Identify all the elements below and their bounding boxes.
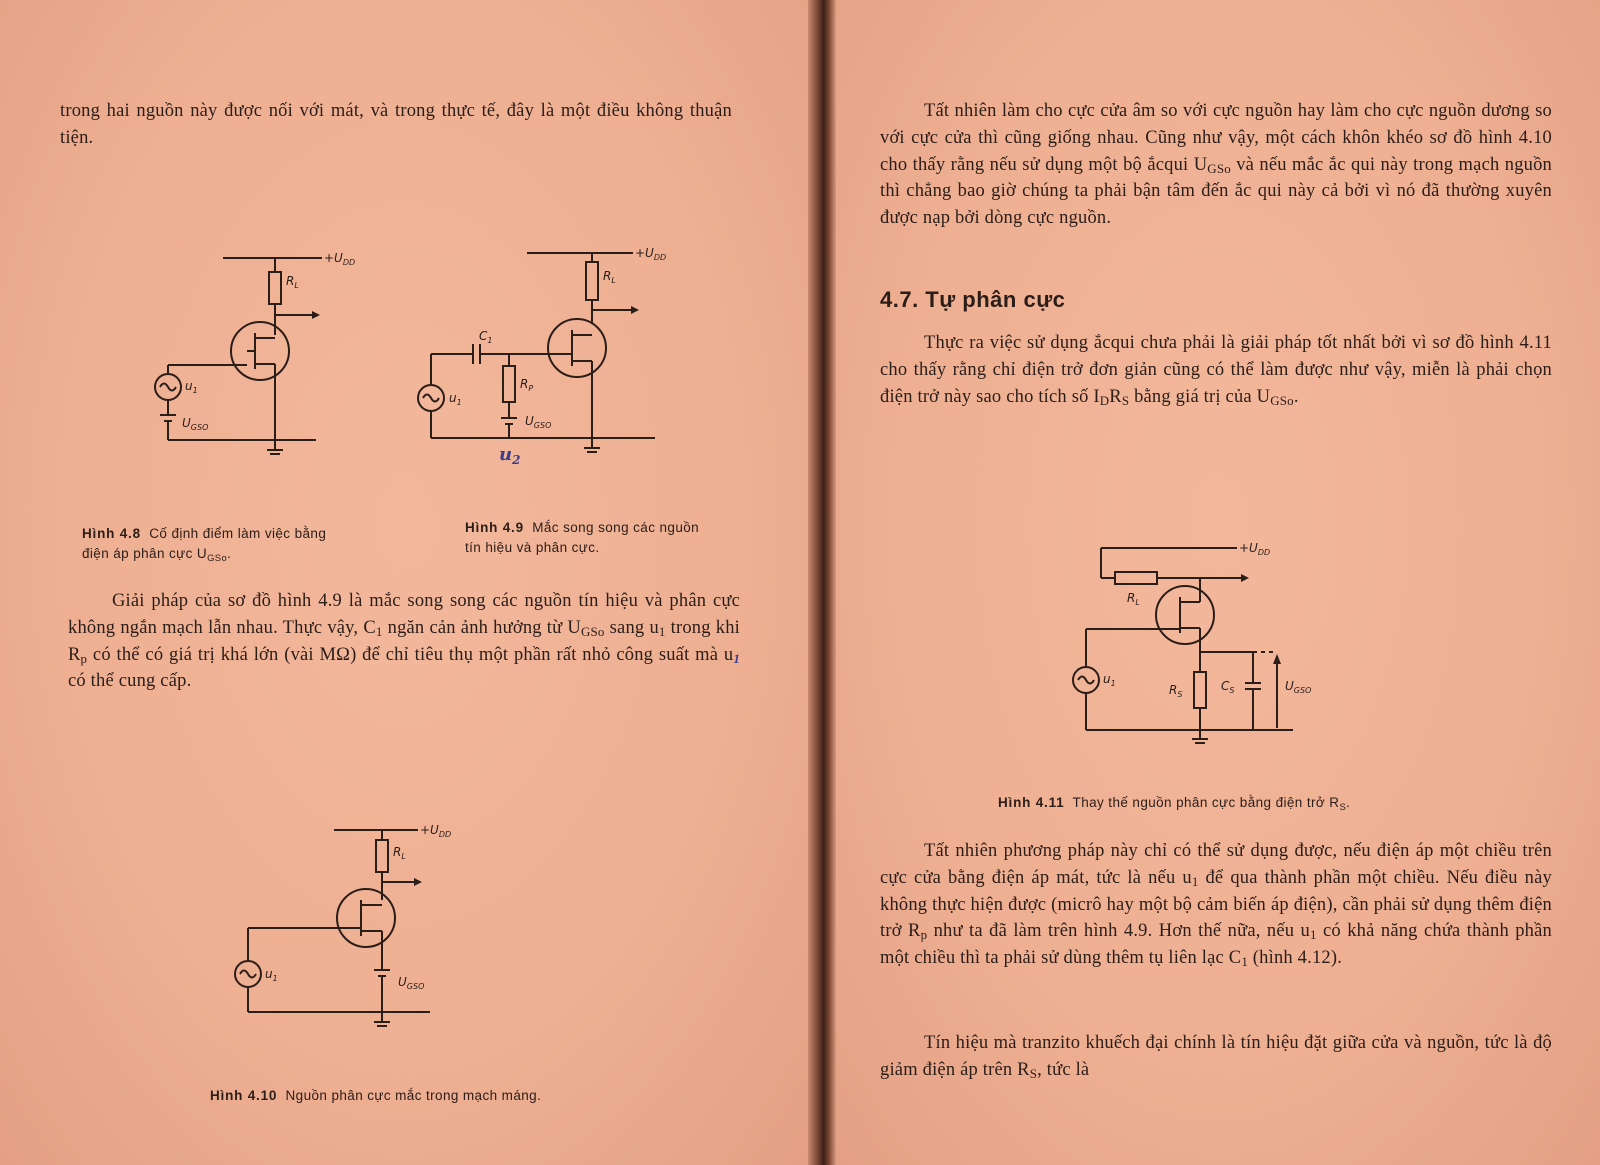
label-rl: RL	[603, 269, 616, 285]
section-heading: 4.7. Tự phân cực	[880, 287, 1066, 312]
label-udd: +UDD	[324, 251, 355, 267]
paragraph-method-limits: Tất nhiên phương pháp này chỉ có thể sử …	[880, 841, 1552, 970]
left-page: trong hai nguồn này được nối với mát, và…	[0, 0, 808, 1165]
label-udd: +UDD	[420, 823, 451, 839]
label-c1: C1	[479, 329, 492, 345]
label-u1: u1	[265, 967, 278, 983]
figure-4-8-circuit: +UDD RL u1 UGSO	[150, 245, 380, 470]
label-rl: RL	[1127, 591, 1140, 607]
figure-4-9-circuit: +UDD RL C1 RP UGSO	[415, 240, 675, 475]
paragraph-continued: trong hai nguồn này được nối với mát, và…	[60, 101, 732, 148]
paragraph-battery-explanation: Tất nhiên làm cho cực cửa âm so với cực …	[880, 101, 1553, 229]
label-rl: RL	[393, 845, 406, 861]
label-u1: u1	[185, 379, 198, 395]
paragraph-self-bias: Thực ra việc sử dụng ắcqui chưa phải là …	[880, 333, 1552, 408]
paragraph-fig-4-9-explanation: Giải pháp của sơ đồ hình 4.9 là mắc song…	[68, 591, 740, 692]
label-cs: CS	[1221, 679, 1234, 695]
label-ugso: UGSO	[525, 414, 551, 430]
label-ugso: UGSO	[1285, 679, 1311, 695]
caption-figure-4-10: Hình 4.10 Nguồn phân cực mắc trong mạch …	[210, 1088, 542, 1103]
label-udd: +UDD	[635, 246, 666, 262]
label-u1: u1	[1103, 672, 1116, 688]
label-rs: RS	[1169, 683, 1182, 699]
paragraph-signal: Tín hiệu mà tranzito khuếch đại chính là…	[880, 1033, 1552, 1081]
label-rl: RL	[286, 274, 299, 290]
label-ugso: UGSO	[398, 975, 424, 991]
caption-figure-4-8: Hình 4.8 Cố định điểm làm việc bằng điện…	[82, 526, 327, 564]
label-ugso: UGSO	[182, 416, 208, 432]
caption-figure-4-11: Hình 4.11 Thay thế nguồn phân cực bằng đ…	[998, 795, 1351, 813]
label-udd: +UDD	[1239, 541, 1270, 557]
label-rp: RP	[520, 377, 533, 393]
figure-4-10-circuit: +UDD RL u1 UGSO	[230, 820, 470, 1050]
book-spine	[808, 0, 836, 1165]
label-u1: u1	[449, 391, 462, 407]
figure-4-11-circuit: +UDD RL u1 RS	[1072, 540, 1341, 765]
handwritten-note: u2	[499, 444, 520, 467]
right-page: Tất nhiên làm cho cực cửa âm so với cực …	[836, 0, 1600, 1165]
caption-figure-4-9: Hình 4.9 Mắc song song các nguồn tín hiệ…	[465, 520, 700, 555]
